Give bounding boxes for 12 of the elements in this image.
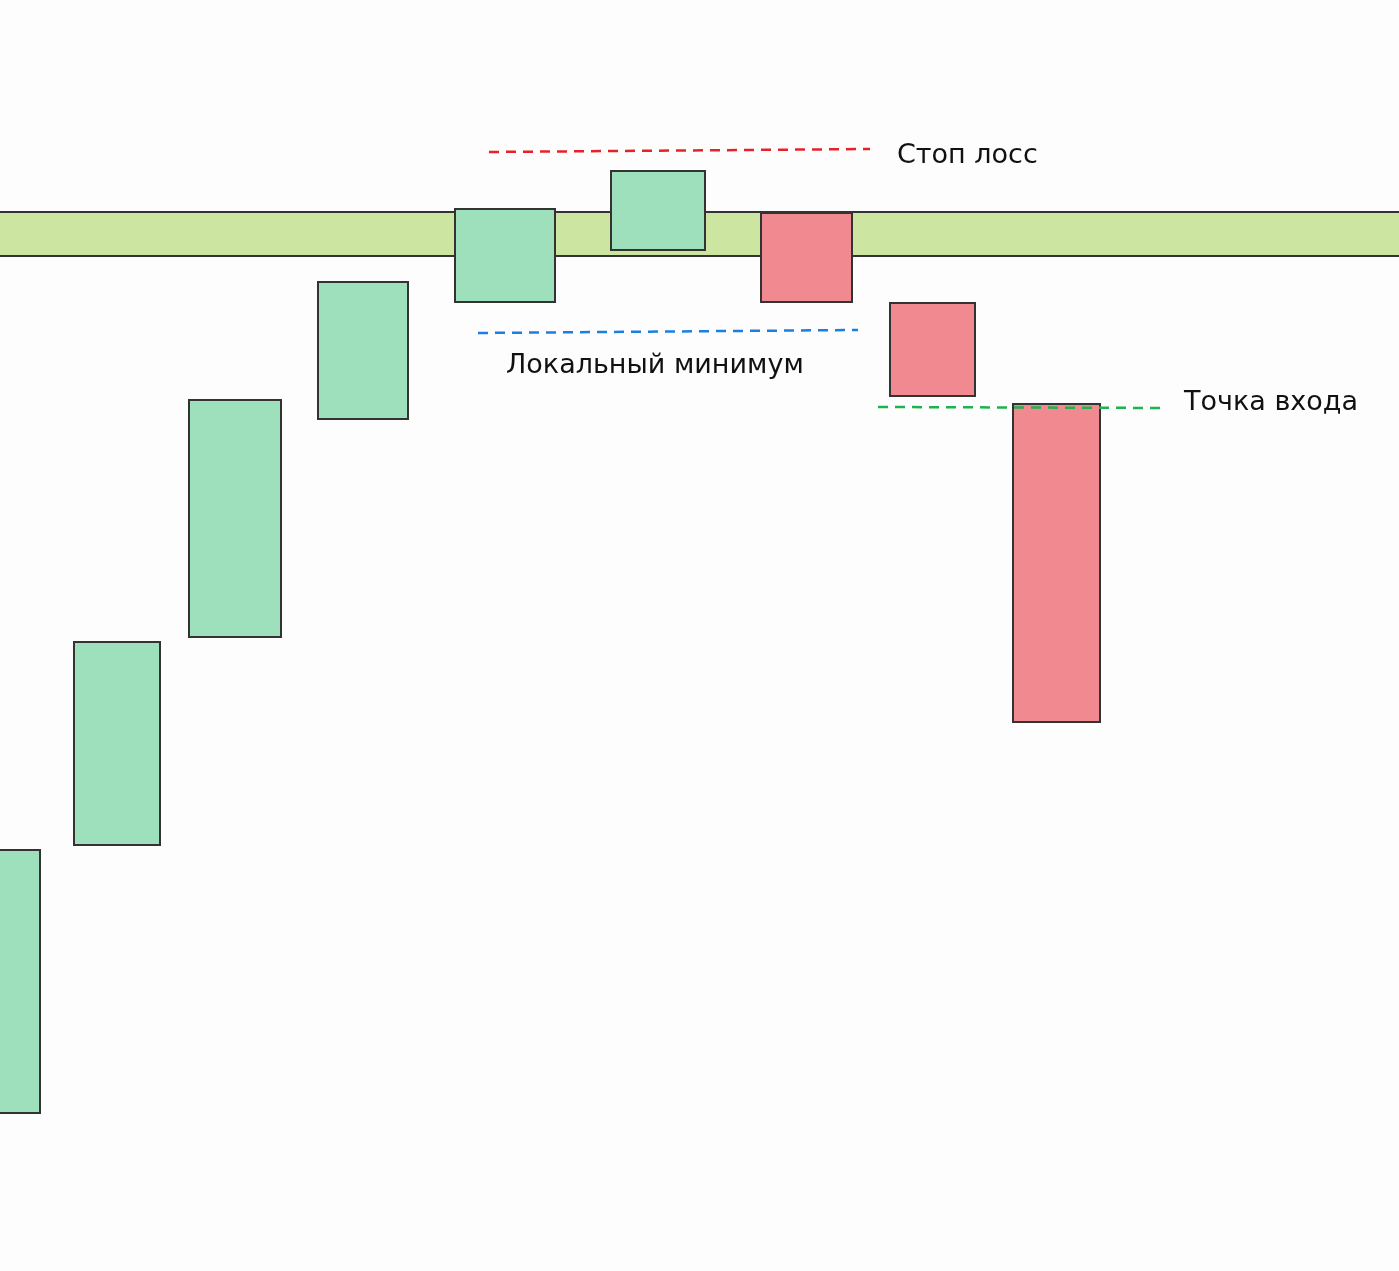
local-minimum-label: Локальный минимум: [506, 348, 804, 379]
bullish-candle: [454, 208, 556, 303]
stop-loss-label: Стоп лосс: [897, 138, 1038, 169]
bullish-candle: [73, 641, 161, 846]
entry-point-label: Точка входа: [1184, 385, 1359, 416]
bullish-candle: [317, 281, 409, 420]
bullish-candle: [188, 399, 282, 638]
bullish-candle: [0, 849, 41, 1114]
bearish-candle: [760, 212, 853, 303]
bearish-candle: [1012, 403, 1101, 723]
bearish-candle: [889, 302, 976, 397]
bullish-candle: [610, 170, 706, 251]
